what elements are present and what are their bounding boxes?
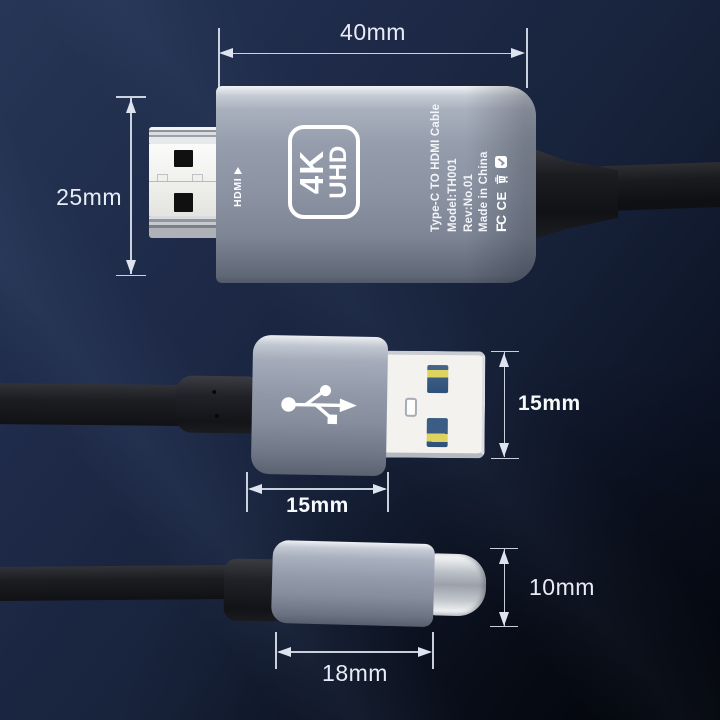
adapter-body <box>216 86 536 283</box>
cert-check-icon <box>495 156 507 169</box>
badge-uhd-text: UHD <box>325 145 353 199</box>
usb-a-housing <box>250 334 389 477</box>
cable-strain-relief <box>175 375 257 434</box>
arrowhead-up-icon <box>499 550 509 564</box>
arrowhead-right-icon <box>373 484 387 494</box>
print-line: Model:TH001 <box>447 158 459 232</box>
dimension-line <box>130 98 132 274</box>
extension-line <box>526 28 528 88</box>
extension-tick <box>491 457 519 459</box>
dimension-label-usba-height: 15mm <box>518 392 581 415</box>
extension-tick <box>491 350 519 352</box>
arrowhead-left-icon <box>276 646 291 657</box>
hdmi-port-label-text: HDMI <box>232 177 244 207</box>
print-line: Rev:No.01 <box>463 173 475 232</box>
weee-bin-icon <box>494 175 508 185</box>
dimension-line <box>224 52 520 54</box>
usb-contact-block <box>426 417 448 448</box>
hdmi-plug-notch <box>157 174 168 182</box>
usb-c-plug <box>429 553 487 617</box>
extension-line <box>218 28 220 88</box>
arrowhead-up-icon <box>499 353 509 367</box>
hdmi-plug-notch <box>192 174 203 182</box>
usb-plug-hole <box>404 397 418 417</box>
dimension-line <box>279 651 430 653</box>
mold-dot <box>212 389 217 395</box>
dimension-line <box>250 488 385 490</box>
extension-tick <box>116 274 146 276</box>
cable-strain-relief <box>524 148 618 240</box>
extension-tick <box>116 96 146 98</box>
badge-4k-uhd: 4K UHD <box>288 125 360 219</box>
usb-c-housing <box>270 539 436 628</box>
arrowhead-right-icon <box>418 646 432 657</box>
hdmi-plug-seam <box>149 181 218 183</box>
cable <box>0 564 233 602</box>
extension-tick <box>490 625 518 627</box>
ce-mark: CE <box>493 191 509 211</box>
mold-dot <box>214 413 219 419</box>
print-line: Type-C TO HDMI Cable <box>430 103 442 232</box>
dimension-label-usbc-width: 18mm <box>322 660 388 686</box>
extension-tick <box>490 547 518 549</box>
arrowhead-left-icon <box>219 48 233 58</box>
hdmi-plug-ridge-bottom <box>149 216 218 238</box>
triangle-arrow-icon <box>234 166 242 174</box>
hdmi-plug-pin <box>174 193 193 212</box>
extension-line <box>387 472 389 512</box>
print-line: Made in China <box>478 151 490 232</box>
dimension-line <box>503 549 505 626</box>
arrowhead-up-icon <box>126 99 136 113</box>
usb-trident-icon <box>281 385 357 425</box>
cable <box>0 383 183 426</box>
arrowhead-down-icon <box>499 443 509 457</box>
hdmi-port-label: HDMI <box>232 166 244 207</box>
dimension-label-usba-width: 15mm <box>286 494 349 517</box>
arrowhead-down-icon <box>499 612 509 626</box>
hdmi-plug-pin <box>174 150 193 167</box>
dimension-line <box>503 352 505 457</box>
arrowhead-right-icon <box>511 48 525 58</box>
arrowhead-down-icon <box>126 260 136 274</box>
dimension-label-adapter-width: 40mm <box>340 19 406 45</box>
dimension-label-usbc-height: 10mm <box>529 574 595 600</box>
usb-contact-block <box>427 364 449 394</box>
extension-line <box>432 632 434 669</box>
hdmi-plug-ridge-top <box>149 127 218 144</box>
extension-line <box>275 632 277 669</box>
extension-line <box>246 472 248 512</box>
arrowhead-left-icon <box>247 484 262 494</box>
fcc-mark: FC <box>493 216 509 232</box>
certification-marks: FC CE <box>493 156 509 232</box>
usb-a-plug <box>384 350 486 459</box>
dimension-label-adapter-height: 25mm <box>56 184 122 210</box>
badge-4k-text: 4K <box>292 149 330 195</box>
